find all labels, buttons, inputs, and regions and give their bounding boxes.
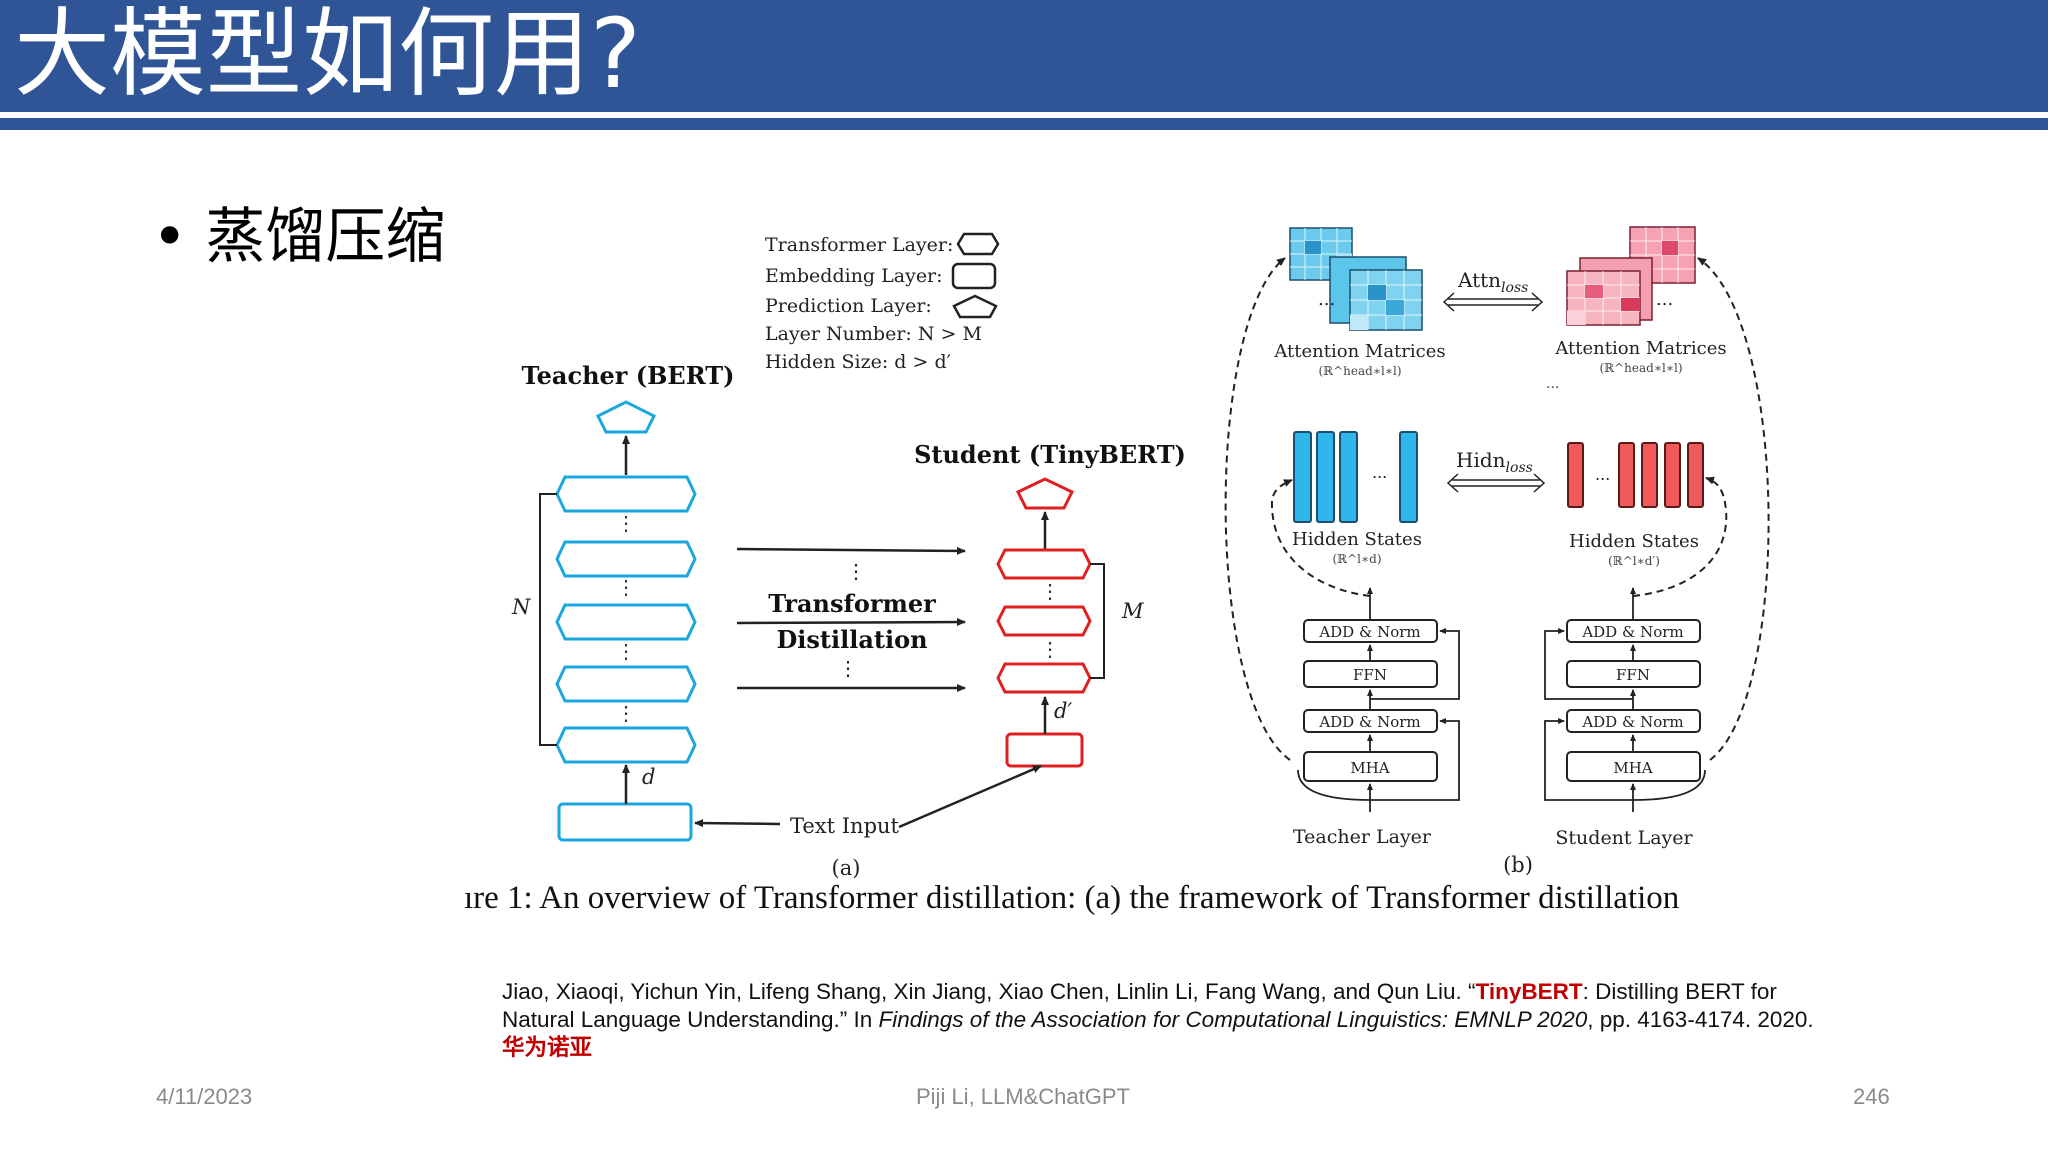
teacher-vdots-2: ⋮ xyxy=(616,575,636,599)
teacher-title: Teacher (BERT) xyxy=(522,361,735,390)
bullet-item: •蒸馏压缩 xyxy=(152,188,445,275)
student-attention-matrices xyxy=(1566,226,1696,326)
student-layer-1 xyxy=(996,548,1092,580)
legend-transformer-layer: Transformer Layer: xyxy=(765,234,953,256)
teacher-hidden-label: Hidden States xyxy=(1292,529,1422,550)
student-label-d-prime: d′ xyxy=(1054,699,1072,723)
slide-title: 大模型如何用? xyxy=(14,0,641,110)
teacher-layer-label: Teacher Layer xyxy=(1293,826,1432,848)
student-attn-dim-ellipsis: ... xyxy=(1546,376,1559,392)
figure-caption: ıre 1: An overview of Transformer distil… xyxy=(464,880,1680,916)
teacher-layer-5 xyxy=(555,726,697,764)
student-hidden-dim: (ℝ^l∗d′) xyxy=(1608,554,1660,568)
student-title: Student (TinyBERT) xyxy=(914,440,1186,469)
teacher-hidden-dashed-path xyxy=(1270,479,1371,597)
teacher-vdots-1: ⋮ xyxy=(616,511,636,535)
student-hidden-states xyxy=(1567,442,1704,508)
student-hidden-dashed-path xyxy=(1632,476,1728,597)
student-prediction-layer xyxy=(1015,477,1075,510)
student-attention-dim: (ℝ^head∗l∗l) xyxy=(1599,361,1682,375)
teacher-layer-2 xyxy=(555,540,697,578)
legend-layer-number: Layer Number: N > M xyxy=(765,323,982,345)
teacher-attn-dashed-path xyxy=(1224,257,1291,761)
legend-prediction-shape xyxy=(952,294,998,319)
bullet-dot: • xyxy=(152,202,188,272)
distill-vdots-top: ⋮ xyxy=(846,559,866,583)
reference-org: 华为诺亚 xyxy=(502,1035,593,1060)
teacher-addnorm-top-label: ADD & Norm xyxy=(1318,623,1420,641)
student-hidden-label: Hidden States xyxy=(1569,531,1699,552)
teacher-mha-label: MHA xyxy=(1350,759,1389,777)
distill-label-line1: Transformer xyxy=(768,589,936,618)
title-bar: 大模型如何用? xyxy=(0,0,2048,112)
teacher-embedding-layer xyxy=(557,802,693,842)
teacher-layer-4 xyxy=(555,665,697,703)
student-addnorm-top-label: ADD & Norm xyxy=(1581,623,1683,641)
student-attn-ellipsis: ... xyxy=(1656,289,1673,310)
teacher-vdots-3: ⋮ xyxy=(616,639,636,663)
distill-vdots-bottom: ⋮ xyxy=(838,656,858,680)
reference-highlight: TinyBERT xyxy=(1475,979,1583,1004)
label-b: (b) xyxy=(1503,853,1533,877)
teacher-label-d: d xyxy=(642,765,655,789)
legend-transformer-shape xyxy=(956,232,1000,256)
teacher-layer-3 xyxy=(555,603,697,641)
student-attention-label: Attention Matrices xyxy=(1554,338,1726,359)
student-layer-3 xyxy=(996,662,1092,694)
footer-author: Piji Li, LLM&ChatGPT xyxy=(916,1084,1130,1109)
student-ffn-label: FFN xyxy=(1616,666,1650,684)
teacher-vdots-4: ⋮ xyxy=(616,701,636,725)
teacher-attention-label: Attention Matrices xyxy=(1273,341,1445,362)
student-layer-label: Student Layer xyxy=(1555,827,1693,849)
distill-label-line2: Distillation xyxy=(776,625,927,654)
attn-loss-label: Attnloss xyxy=(1457,268,1528,296)
footer-date: 4/11/2023 xyxy=(156,1084,253,1109)
student-hidden-ellipsis: ... xyxy=(1595,465,1610,484)
student-attn-dashed-path xyxy=(1697,257,1770,761)
student-layer-2 xyxy=(996,605,1092,637)
text-input-label: Text Input xyxy=(790,814,900,838)
teacher-ffn-label: FFN xyxy=(1353,666,1387,684)
reference-citation: Jiao, Xiaoqi, Yichun Yin, Lifeng Shang, … xyxy=(502,978,1822,1062)
student-label-M: M xyxy=(1121,599,1144,623)
student-addnorm-bottom-label: ADD & Norm xyxy=(1581,713,1683,731)
hidn-loss-double-arrow xyxy=(1446,473,1546,493)
hidn-loss-label: Hidnloss xyxy=(1456,448,1533,476)
reference-part1: Jiao, Xiaoqi, Yichun Yin, Lifeng Shang, … xyxy=(502,979,1476,1004)
bullet-text: 蒸馏压缩 xyxy=(205,202,446,272)
legend-prediction-layer: Prediction Layer: xyxy=(765,295,932,317)
teacher-label-N: N xyxy=(511,595,531,619)
student-mha-label: MHA xyxy=(1613,759,1652,777)
teacher-layer-1 xyxy=(555,475,697,513)
student-vdots-2: ⋮ xyxy=(1040,637,1060,661)
title-underline xyxy=(0,118,2048,130)
student-vdots-1: ⋮ xyxy=(1040,579,1060,603)
reference-part3: , pp. 4163-4174. 2020. xyxy=(1587,1007,1814,1032)
footer-page-number: 246 xyxy=(1853,1084,1890,1109)
attn-loss-double-arrow xyxy=(1442,292,1544,312)
teacher-hidden-dim: (ℝ^l∗d) xyxy=(1332,552,1381,566)
reference-part2: : Distilling BERT for Natural Language U… xyxy=(502,979,1777,1032)
legend-hidden-size: Hidden Size: d > d′ xyxy=(765,351,951,373)
teacher-hidden-states xyxy=(1293,431,1418,523)
teacher-attention-matrices xyxy=(1289,227,1423,331)
teacher-attention-dim: (ℝ^head∗l∗l) xyxy=(1318,364,1401,378)
reference-venue: Findings of the Association for Computat… xyxy=(878,1007,1588,1032)
teacher-attn-ellipsis: ... xyxy=(1318,289,1335,310)
teacher-prediction-layer xyxy=(595,400,657,434)
student-embedding-layer xyxy=(1005,732,1084,768)
teacher-addnorm-bottom-label: ADD & Norm xyxy=(1318,713,1420,731)
legend-embedding-layer: Embedding Layer: xyxy=(765,265,943,287)
legend-embedding-shape xyxy=(951,262,997,290)
teacher-hidden-ellipsis: ... xyxy=(1372,463,1387,482)
label-a: (a) xyxy=(832,856,861,880)
